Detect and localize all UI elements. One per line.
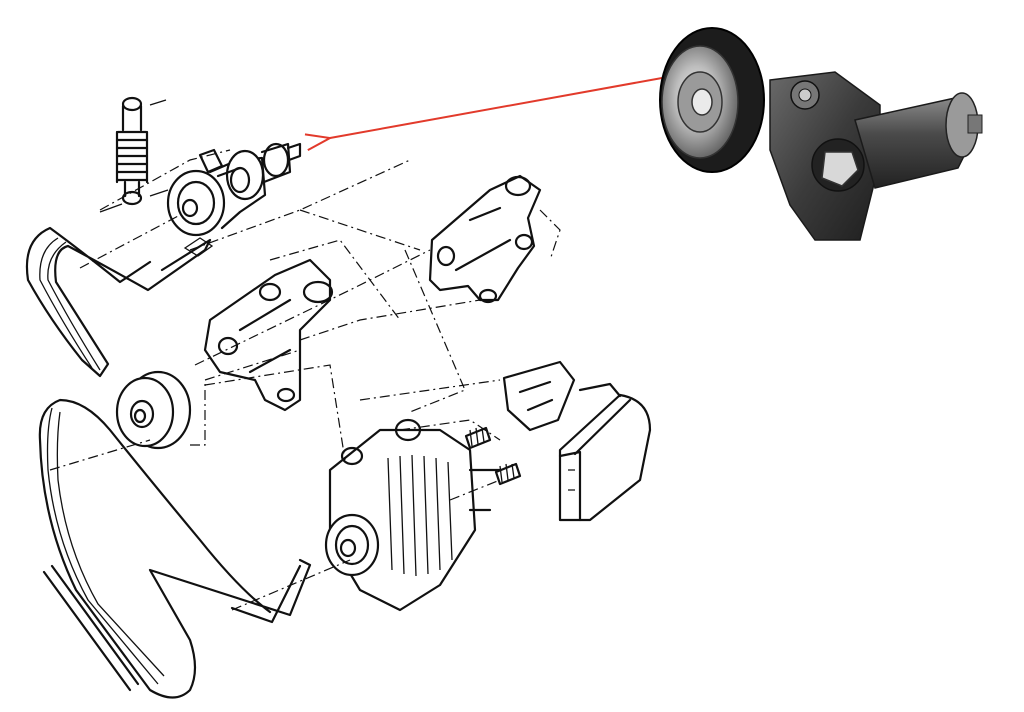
- idler-pulley-drawing: [115, 370, 192, 450]
- alternator-drawing: [324, 418, 502, 612]
- assembly-centerlines: [49, 149, 561, 611]
- spring-damper: [99, 96, 169, 213]
- lower-ribbed-belt: [38, 398, 312, 699]
- tensioner-photo: [659, 27, 983, 241]
- alternator-cover: [558, 382, 652, 522]
- indicator-arrow: [330, 77, 663, 138]
- alternator-mount-bracket: [428, 174, 542, 304]
- cover-clip: [502, 360, 576, 432]
- bolts: [464, 426, 522, 486]
- upper-ribbed-belt: [25, 226, 214, 378]
- alternator-upper-bracket: [203, 258, 334, 412]
- tensioner-assembly-drawing: [166, 142, 302, 237]
